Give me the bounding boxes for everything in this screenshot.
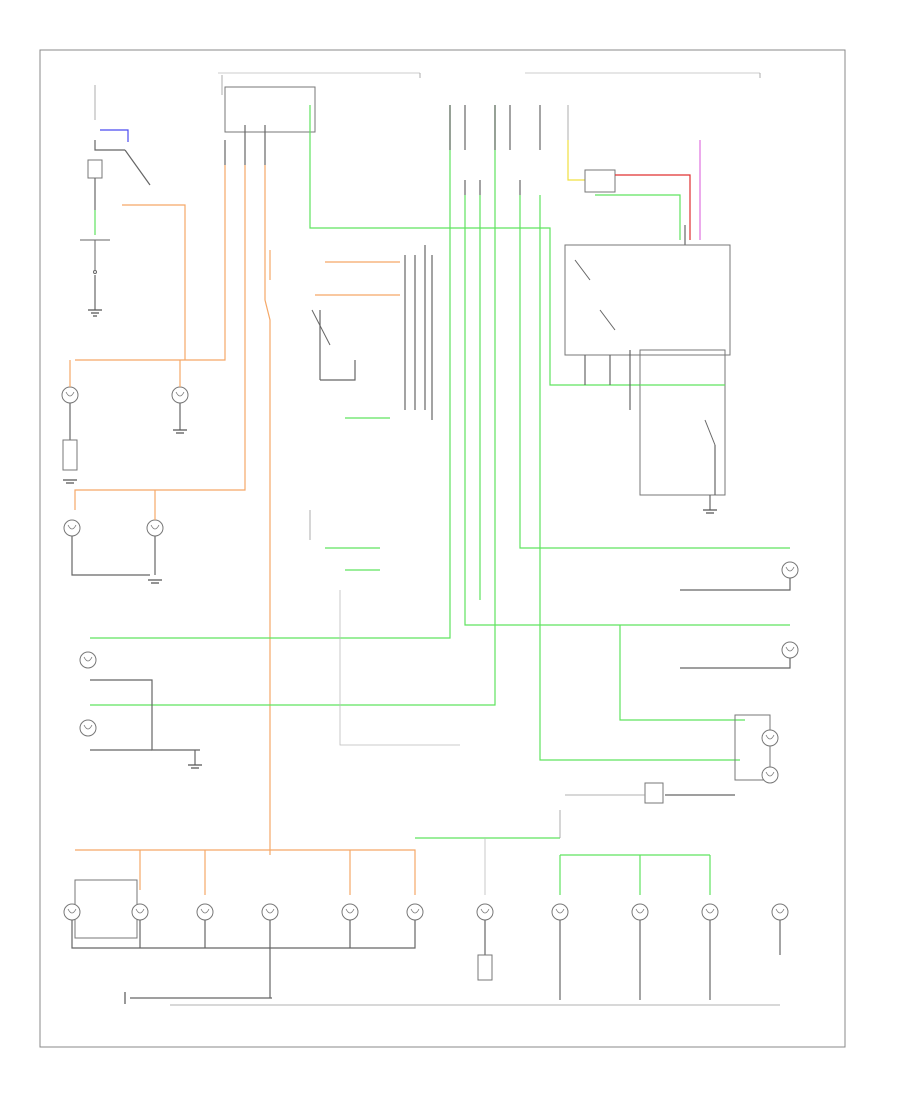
left-top-circuit xyxy=(80,85,151,317)
control-processor-box xyxy=(224,86,316,133)
left-bulb-4 xyxy=(146,519,164,537)
center-switches xyxy=(309,245,460,746)
bottom-bulb-8 xyxy=(551,903,569,921)
orange-wires xyxy=(74,165,416,895)
left-bulbs-middle xyxy=(63,490,164,584)
fuse-block xyxy=(309,105,790,761)
bottom-bulb-4 xyxy=(261,903,279,921)
bottom-bulb-3 xyxy=(196,903,214,921)
left-bulb-5 xyxy=(79,651,97,669)
bottom-bulb-1 xyxy=(63,903,81,921)
diagram-frame xyxy=(39,49,846,1048)
left-bulb-6 xyxy=(79,719,97,737)
right-bulb-1 xyxy=(781,561,799,579)
bottom-bulb-11 xyxy=(771,903,789,921)
left-bulbs-upper xyxy=(61,360,189,484)
bottom-bulb-7 xyxy=(476,903,494,921)
left-bulb-1 xyxy=(61,386,79,404)
bottom-bulb-6 xyxy=(406,903,424,921)
bottom-bulb-5 xyxy=(341,903,359,921)
door-switch-left xyxy=(80,239,110,274)
green-wires-left xyxy=(79,105,496,769)
header-leaders xyxy=(218,72,761,95)
right-bulb-4 xyxy=(761,766,779,784)
right-bulb-3 xyxy=(761,729,779,747)
left-bulb-3 xyxy=(63,519,81,537)
left-bulb-2 xyxy=(171,386,189,404)
right-bulbs xyxy=(565,561,799,804)
bottom-bulb-9 xyxy=(631,903,649,921)
bottom-bulb-2 xyxy=(131,903,149,921)
bottom-section xyxy=(63,810,789,1006)
relay-box xyxy=(564,244,731,356)
right-door-switch xyxy=(639,349,726,514)
relay-area xyxy=(564,105,731,410)
bottom-bulb-10 xyxy=(701,903,719,921)
right-bulb-2 xyxy=(781,641,799,659)
